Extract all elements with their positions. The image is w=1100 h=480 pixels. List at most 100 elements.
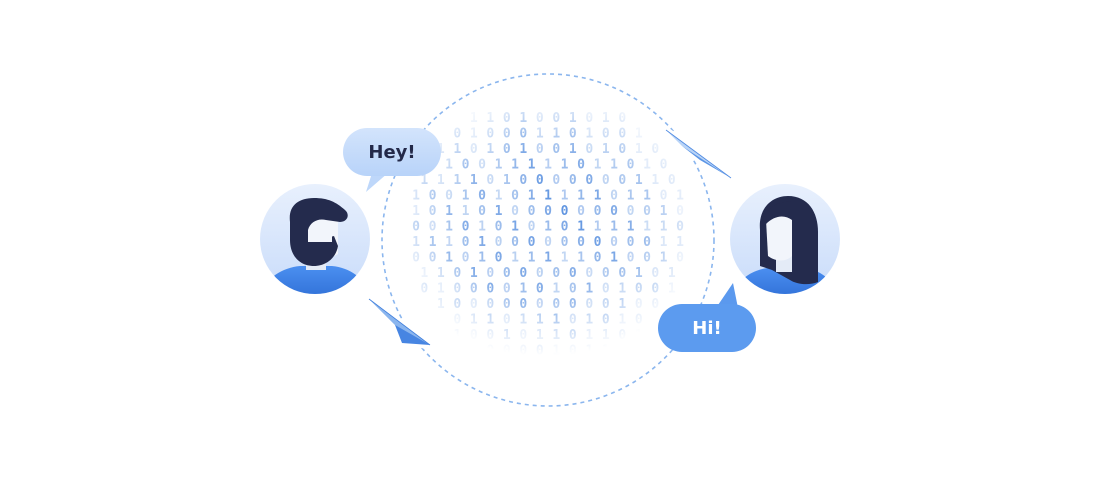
binary-digit: 0 — [519, 127, 527, 142]
binary-digit: 1 — [453, 142, 461, 157]
binary-digit: 1 — [453, 173, 461, 188]
binary-digit: 1 — [486, 313, 494, 328]
binary-digit: 0 — [528, 220, 536, 235]
binary-digit: 0 — [462, 158, 470, 173]
binary-digit: 0 — [503, 127, 511, 142]
binary-digit: 1 — [643, 189, 651, 204]
binary-digit: 1 — [585, 313, 593, 328]
binary-digit: 0 — [536, 111, 544, 126]
binary-digit: 1 — [544, 251, 552, 266]
binary-digit: 1 — [561, 189, 569, 204]
binary-digit: 0 — [602, 297, 610, 312]
binary-digit: 0 — [635, 313, 643, 328]
binary-digit: 1 — [643, 220, 651, 235]
binary-digit: 0 — [561, 204, 569, 219]
binary-digit: 1 — [635, 142, 643, 157]
binary-digit: 0 — [478, 158, 486, 173]
binary-digit: 1 — [495, 204, 503, 219]
binary-digit: 1 — [437, 282, 445, 297]
binary-digit: 1 — [478, 251, 486, 266]
binary-digit: 0 — [486, 328, 494, 343]
binary-digit: 0 — [486, 282, 494, 297]
binary-digit: 1 — [577, 220, 585, 235]
binary-digit: 0 — [544, 235, 552, 250]
binary-digit: 1 — [528, 189, 536, 204]
binary-digit: 1 — [486, 111, 494, 126]
binary-digit: 0 — [486, 266, 494, 281]
binary-digit: 0 — [569, 266, 577, 281]
binary-digit: 1 — [519, 142, 527, 157]
binary-digit: 0 — [519, 297, 527, 312]
binary-digit: 0 — [651, 266, 659, 281]
binary-digit: 0 — [486, 127, 494, 142]
binary-digit: 1 — [668, 266, 676, 281]
binary-digit: 1 — [610, 158, 618, 173]
binary-digit: 0 — [569, 282, 577, 297]
binary-digit: 1 — [676, 189, 684, 204]
binary-digit: 1 — [577, 251, 585, 266]
binary-digit: 1 — [445, 220, 453, 235]
binary-digit: 0 — [585, 297, 593, 312]
binary-digit: 1 — [577, 189, 585, 204]
binary-digit: 0 — [627, 235, 635, 250]
binary-digit: 1 — [536, 359, 544, 374]
binary-digit: 0 — [602, 266, 610, 281]
binary-digit: 1 — [511, 220, 519, 235]
left-message-text: Hey! — [368, 142, 415, 163]
binary-digit: 0 — [519, 344, 527, 359]
binary-digit: 0 — [676, 220, 684, 235]
binary-digit: 0 — [651, 282, 659, 297]
binary-digit: 0 — [561, 220, 569, 235]
right-speech-bubble: Hi! — [658, 283, 756, 352]
binary-digit: 0 — [429, 189, 437, 204]
binary-digit: 1 — [412, 189, 420, 204]
binary-digit: 0 — [503, 313, 511, 328]
binary-digit: 0 — [627, 204, 635, 219]
binary-digit: 1 — [643, 158, 651, 173]
binary-digit: 0 — [470, 297, 478, 312]
binary-digit: 0 — [618, 173, 626, 188]
binary-digit: 0 — [486, 173, 494, 188]
binary-digit: 0 — [495, 235, 503, 250]
binary-digit: 1 — [437, 173, 445, 188]
binary-digit: 1 — [585, 344, 593, 359]
binary-digit: 1 — [511, 158, 519, 173]
binary-digit: 1 — [544, 220, 552, 235]
binary-digit: 1 — [486, 142, 494, 157]
binary-digit: 1 — [412, 235, 420, 250]
binary-digit: 1 — [569, 359, 577, 374]
binary-digit: 0 — [552, 359, 560, 374]
binary-digit: 0 — [429, 220, 437, 235]
paper-plane-bottom-left-icon — [362, 292, 435, 352]
binary-digit: 0 — [643, 204, 651, 219]
binary-digit: 1 — [660, 235, 668, 250]
binary-digit: 1 — [445, 158, 453, 173]
binary-digit: 0 — [429, 251, 437, 266]
binary-digit: 0 — [569, 344, 577, 359]
binary-digit: 0 — [519, 173, 527, 188]
binary-digit: 0 — [462, 220, 470, 235]
binary-digit: 1 — [528, 251, 536, 266]
binary-digit: 1 — [445, 235, 453, 250]
binary-digit: 1 — [569, 111, 577, 126]
binary-digit: 1 — [412, 204, 420, 219]
binary-digit: 0 — [544, 204, 552, 219]
binary-digit: 1 — [668, 282, 676, 297]
binary-digit: 0 — [536, 344, 544, 359]
binary-digit: 1 — [470, 344, 478, 359]
binary-digit: 0 — [676, 251, 684, 266]
binary-digit: 1 — [660, 251, 668, 266]
man-avatar-icon — [258, 182, 372, 296]
binary-digit: 1 — [445, 251, 453, 266]
binary-digit: 1 — [618, 297, 626, 312]
binary-digit: 0 — [618, 328, 626, 343]
binary-digit: 1 — [676, 235, 684, 250]
binary-digit: 0 — [536, 266, 544, 281]
binary-digit: 1 — [437, 297, 445, 312]
binary-digit: 1 — [544, 158, 552, 173]
binary-digit: 1 — [478, 220, 486, 235]
binary-digit: 0 — [453, 266, 461, 281]
binary-digit: 0 — [495, 251, 503, 266]
binary-digit: 1 — [602, 111, 610, 126]
binary-digit: 0 — [602, 313, 610, 328]
